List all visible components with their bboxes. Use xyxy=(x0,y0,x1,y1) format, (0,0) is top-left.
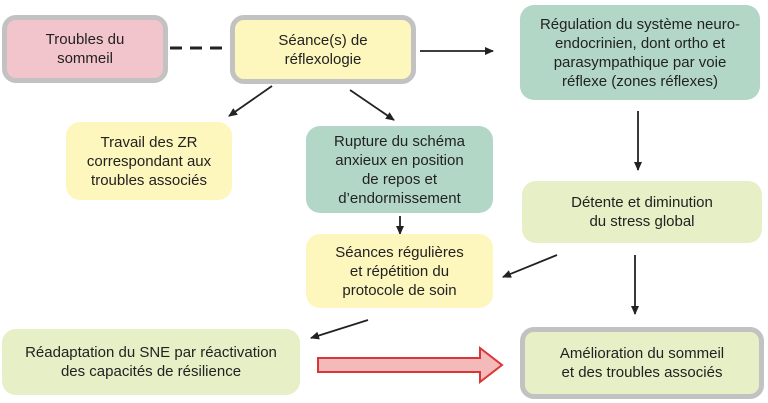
arrow-seances-to-travail xyxy=(228,85,273,117)
node-rupture: Rupture du schéma anxieux en position de… xyxy=(306,126,493,213)
node-label: Séances régulières et répétition du prot… xyxy=(335,243,464,299)
arrow-seances-regulieres-to-readaptation xyxy=(310,319,369,340)
arrow-seances-to-rupture xyxy=(349,89,395,121)
node-travail-zr: Travail des ZR correspondant aux trouble… xyxy=(66,122,232,200)
node-troubles-sommeil: Troubles du sommeil xyxy=(2,15,168,83)
node-label: Régulation du système neuro- endocrinien… xyxy=(539,15,741,90)
node-amelioration: Amélioration du sommeil et des troubles … xyxy=(520,327,764,399)
node-seances-reflexologie: Séance(s) de réflexologie xyxy=(230,15,416,84)
big-arrow-readaptation-to-amelioration xyxy=(317,345,504,385)
node-label: Détente et diminution du stress global xyxy=(571,194,713,230)
node-readaptation: Réadaptation du SNE par réactivation des… xyxy=(2,329,300,395)
node-regulation: Régulation du système neuro- endocrinien… xyxy=(520,5,760,100)
node-label: Travail des ZR correspondant aux trouble… xyxy=(86,133,212,189)
node-label: Réadaptation du SNE par réactivation des… xyxy=(25,344,277,380)
node-detente: Détente et diminution du stress global xyxy=(522,181,762,243)
arrow-detente-to-seances-regulieres xyxy=(502,254,558,278)
node-seances-regulieres: Séances régulières et répétition du prot… xyxy=(306,234,493,308)
node-label: Séance(s) de réflexologie xyxy=(278,31,368,68)
node-label: Amélioration du sommeil et des troubles … xyxy=(559,345,725,381)
node-label: Troubles du sommeil xyxy=(45,31,125,67)
node-label: Rupture du schéma anxieux en position de… xyxy=(334,132,465,207)
